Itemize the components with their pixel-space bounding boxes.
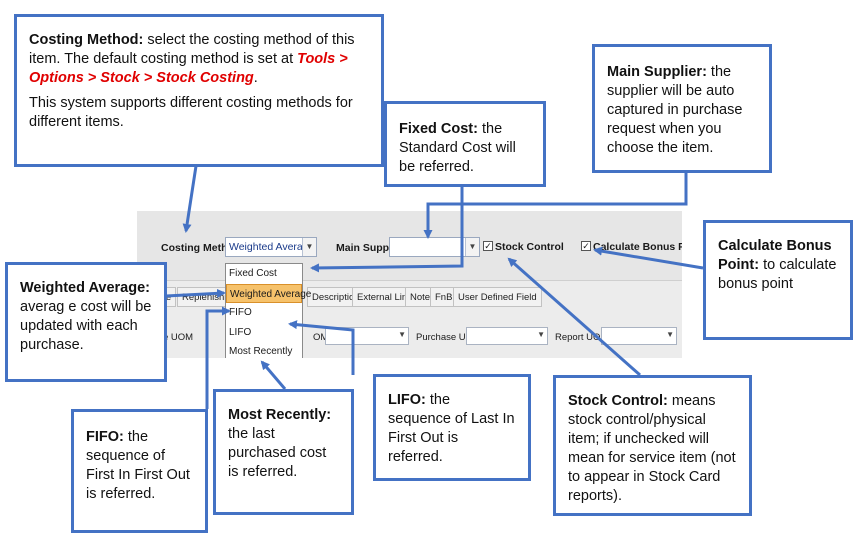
- chevron-down-icon: ▼: [666, 330, 674, 339]
- calculate-bonus-text: to calculate bonus point: [718, 257, 837, 292]
- sales-uom-select[interactable]: ▼: [325, 327, 409, 345]
- costing-method-period: .: [253, 70, 258, 86]
- purchase-uom-select[interactable]: ▼: [466, 327, 548, 345]
- report-uom-select[interactable]: ▼: [601, 327, 677, 345]
- lifo-title: LIFO:: [388, 392, 426, 408]
- fixed-cost-title: Fixed Cost:: [399, 121, 478, 137]
- chevron-down-icon[interactable]: ▼: [465, 238, 479, 256]
- option-fixed-cost[interactable]: Fixed Cost: [229, 268, 277, 279]
- stock-control-label: Stock Control: [495, 241, 564, 253]
- main-supplier-select[interactable]: ▼: [389, 237, 480, 257]
- main-supplier-title: Main Supplier:: [607, 64, 707, 80]
- costing-method-desc: Costing Method: select the costing metho…: [29, 31, 369, 88]
- option-lifo[interactable]: LIFO: [229, 326, 252, 338]
- callout-costing-method: Costing Method: select the costing metho…: [14, 14, 384, 167]
- costing-method-text: select the costing method of this item. …: [29, 32, 355, 67]
- chevron-down-icon: ▼: [537, 330, 545, 339]
- option-most-recently[interactable]: Most Recently: [229, 346, 293, 357]
- item-maintenance-screenshot: Costing Method Weighted Average ▼ Main S…: [137, 211, 682, 358]
- most-recently-title: Most Recently:: [228, 407, 332, 423]
- lifo-text: the sequence of Last In First Out is ref…: [388, 392, 515, 465]
- stock-control-title: Stock Control:: [568, 393, 668, 409]
- arrow-most-recently: [260, 360, 287, 390]
- costing-method-title: Costing Method:: [29, 32, 144, 48]
- callout-most-recently: Most Recently: the last purchased cost i…: [213, 389, 354, 515]
- callout-calculate-bonus-point: Calculate Bonus Point: to calculate bonu…: [703, 220, 853, 340]
- callout-main-supplier: Main Supplier: the supplier will be auto…: [592, 44, 772, 173]
- costing-method-select[interactable]: Weighted Average ▼: [225, 237, 317, 257]
- calculate-bonus-point-label: Calculate Bonus Point: [593, 241, 682, 253]
- weighted-average-text: averag e cost will be updated with each …: [20, 299, 152, 353]
- tab-external-link[interactable]: External Link: [352, 287, 417, 307]
- tab-description[interactable]: Description: [307, 287, 365, 307]
- main-supplier-text: the supplier will be auto captured in pu…: [607, 64, 743, 156]
- chevron-down-icon[interactable]: ▼: [302, 238, 316, 256]
- stock-control-checkbox[interactable]: ✓: [483, 241, 493, 251]
- tab-user-defined-field[interactable]: User Defined Field: [453, 287, 542, 307]
- fifo-title: FIFO:: [86, 429, 124, 445]
- stock-control-text: means stock control/physical item; if un…: [568, 393, 736, 504]
- calculate-bonus-title: Calculate Bonus Point:: [718, 238, 832, 273]
- costing-method-note: This system supports different costing m…: [29, 95, 353, 130]
- option-weighted-average[interactable]: Weighted Average: [226, 283, 311, 303]
- chevron-down-icon: ▼: [398, 330, 406, 339]
- costing-method-value: Weighted Average: [229, 241, 315, 253]
- settings-path: Tools > Options > Stock > Stock Costing: [29, 51, 348, 86]
- callout-lifo: LIFO: the sequence of Last In First Out …: [373, 374, 531, 481]
- option-fifo[interactable]: FIFO: [229, 307, 252, 318]
- fixed-cost-text: the Standard Cost will be referred.: [399, 121, 516, 175]
- costing-method-label: Costing Method: [161, 242, 241, 254]
- calculate-bonus-point-checkbox[interactable]: ✓: [581, 241, 591, 251]
- callout-weighted-average: Weighted Average: averag e cost will be …: [5, 262, 167, 382]
- weighted-average-title: Weighted Average:: [20, 280, 150, 296]
- purchase-uom-label: Purchase UOM: [416, 332, 481, 343]
- tab-note[interactable]: Note: [405, 287, 436, 307]
- most-recently-text: the last purchased cost is referred.: [228, 426, 327, 480]
- callout-stock-control: Stock Control: means stock control/physi…: [553, 375, 752, 516]
- costing-method-dropdown: Fixed Cost Weighted Average FIFO LIFO Mo…: [225, 263, 311, 358]
- fifo-text: the sequence of First In First Out is re…: [86, 429, 190, 502]
- callout-fifo: FIFO: the sequence of First In First Out…: [71, 409, 208, 533]
- callout-fixed-cost: Fixed Cost: the Standard Cost will be re…: [384, 101, 546, 187]
- base-uom-label: e UOM: [163, 332, 194, 343]
